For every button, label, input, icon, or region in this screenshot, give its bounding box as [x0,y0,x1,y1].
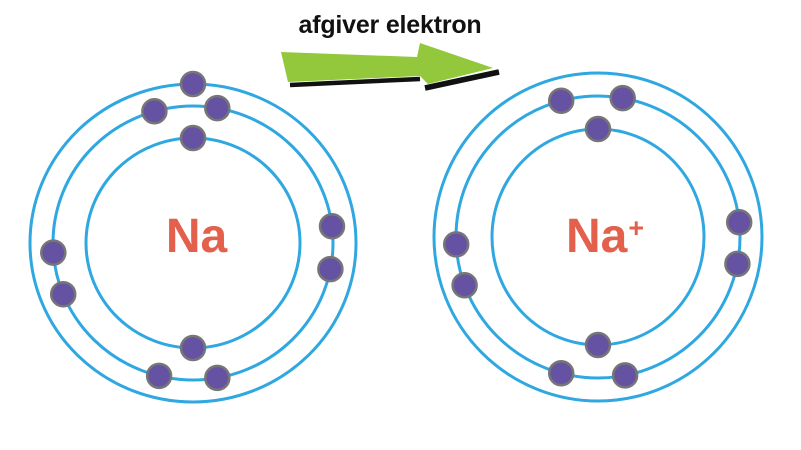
charge-sign: + [628,213,645,244]
electron [442,231,470,258]
arrow-shadow [289,76,421,88]
electron [451,271,478,299]
element-symbol: Na [565,210,628,263]
electron [725,209,753,236]
electron-shell [432,71,764,403]
electron [179,334,207,362]
element-symbol: Na [165,210,228,263]
electron [584,115,612,143]
arrow-label: afgiver elektron [298,11,482,39]
sodium-atom [28,70,358,404]
electron [547,359,575,387]
electron [317,255,344,283]
electron [141,98,168,125]
electron [318,213,346,240]
atom-label-na-plus: Na+ [566,213,644,261]
electron [204,94,231,122]
electron [611,362,639,389]
electron [40,239,67,266]
electron [547,87,575,115]
sodium-ion [432,71,764,403]
electron [724,250,751,278]
electron [204,364,231,392]
right-arrow-icon [281,43,493,84]
electron [49,281,77,308]
electron [179,70,207,98]
atom-label-na: Na [166,213,228,261]
electron [609,84,636,112]
electron [145,362,173,390]
electron [179,124,207,152]
electron [584,331,612,359]
arrow-shadow [424,69,500,91]
